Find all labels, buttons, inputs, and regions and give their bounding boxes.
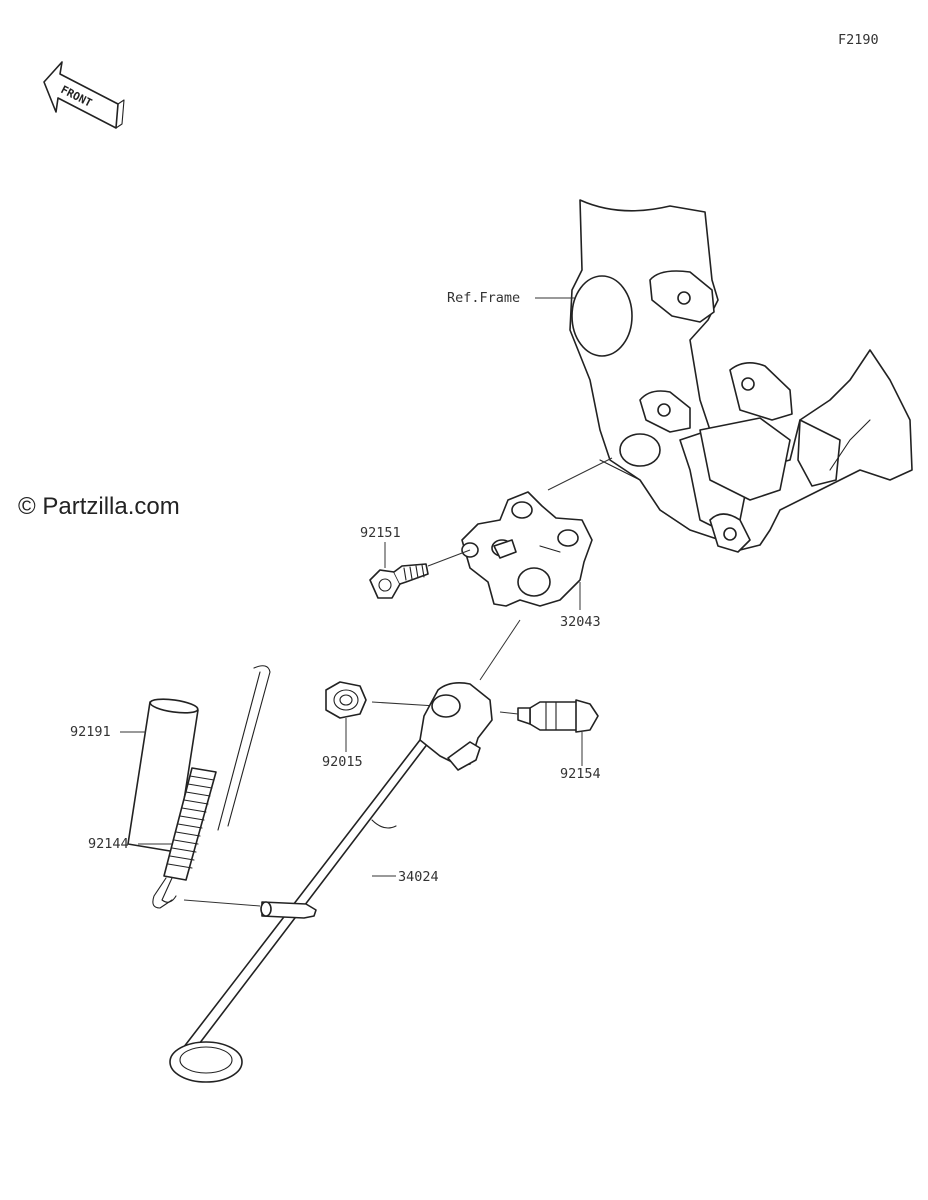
stand-34024: [169, 682, 493, 1083]
diagram-code: F2190: [838, 32, 879, 48]
label-92191: 92191: [70, 724, 111, 740]
label-92154: 92154: [560, 766, 601, 782]
leader-spring-pin: [183, 899, 261, 907]
label-92151: 92151: [360, 525, 401, 541]
pivot-bolt-92154: [517, 699, 599, 733]
nut-92015: [325, 681, 367, 719]
frame-hole-lower: [619, 433, 661, 467]
frame-reference: [569, 199, 913, 553]
leader-pivot-stand: [499, 711, 519, 715]
leader-bolt-bracket: [427, 549, 471, 567]
label-34024: 34024: [398, 869, 439, 885]
label-92015: 92015: [322, 754, 363, 770]
leader-bracket-stand: [479, 619, 521, 681]
bracket-32043: [461, 491, 593, 607]
front-arrow-icon: FRONT: [43, 61, 125, 129]
bolt-92151: [369, 563, 429, 599]
label-ref-frame: Ref.Frame: [447, 290, 520, 306]
spring-92144: [152, 665, 271, 909]
label-92144: 92144: [88, 836, 129, 852]
label-32043: 32043: [560, 614, 601, 630]
leader-frame-bracket: [547, 457, 613, 491]
watermark: © Partzilla.com: [18, 493, 180, 520]
leader-nut-stand: [371, 701, 437, 707]
frame-hole-upper: [571, 275, 633, 357]
spring-pin: [260, 901, 317, 919]
